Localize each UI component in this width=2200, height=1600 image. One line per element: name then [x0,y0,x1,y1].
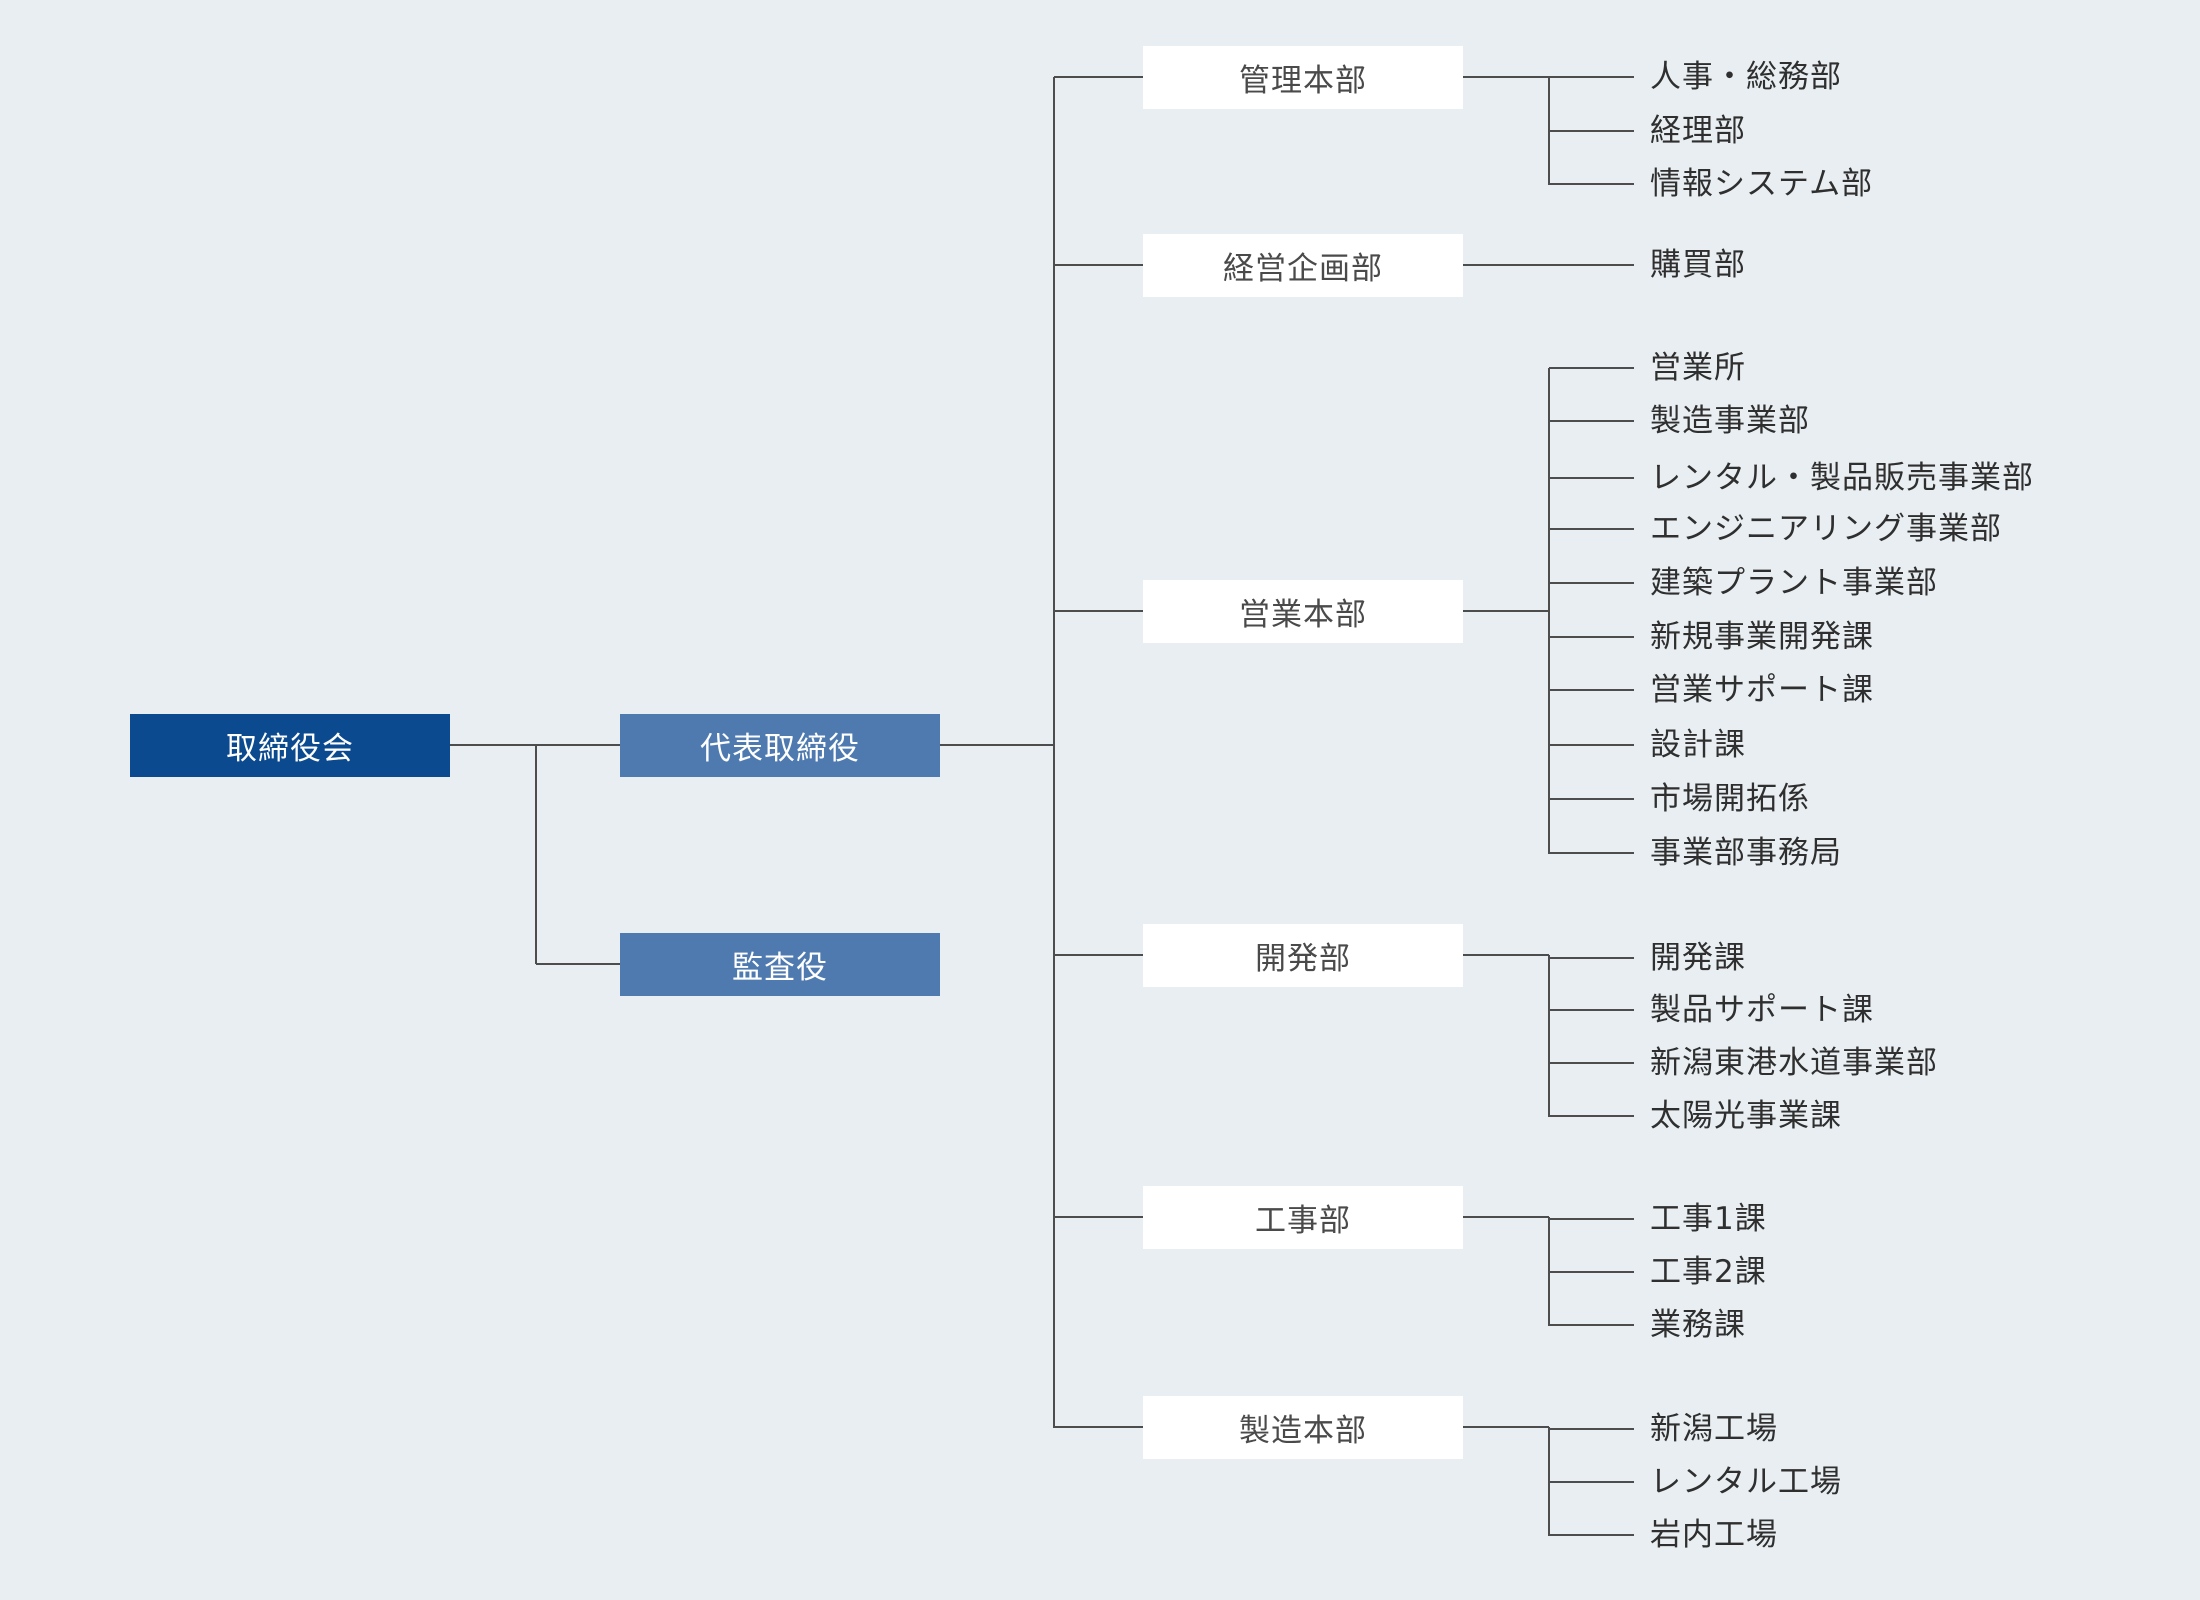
dept-4-unit-line [1549,1218,1634,1220]
dept-1-connector [1054,264,1143,266]
dept-0-unit-line [1549,76,1634,78]
dept-2-unit-line [1549,636,1634,638]
dept-4-connector [1054,1216,1143,1218]
department-box: 製造本部 [1143,1395,1463,1459]
auditor-branch-vertical [535,745,537,964]
unit-label: 太陽光事業課 [1650,1098,1842,1134]
unit-label: 新潟工場 [1650,1411,1778,1447]
department-box: 管理本部 [1143,45,1463,109]
representative-director-box: 代表取締役 [620,714,940,777]
department-box: 経営企画部 [1143,233,1463,297]
unit-label: 製造事業部 [1650,403,1810,439]
auditor-branch-line [536,963,620,965]
unit-label: 情報システム部 [1650,166,1874,202]
department-box: 開発部 [1143,923,1463,987]
dept-2-unit-line [1549,852,1634,854]
dept-2-unit-line [1549,689,1634,691]
dept-4-unit-line [1549,1324,1634,1326]
unit-label: 人事・総務部 [1650,59,1842,95]
dept-5-unit-line [1549,1534,1634,1536]
dept-3-unit-line [1549,957,1634,959]
departments-trunk-line [1053,77,1055,1428]
dept-2-unit-line [1549,367,1634,369]
unit-label: 製品サポート課 [1650,992,1874,1028]
unit-label: 営業サポート課 [1650,672,1874,708]
dept-3-unit-line [1549,1062,1634,1064]
dept-2-unit-line [1549,582,1634,584]
dept-2-unit-line [1549,744,1634,746]
dept-1-unit-line [1463,264,1634,266]
dept-3-branch-vertical [1548,955,1550,1117]
dept-0-unit-line [1549,183,1634,185]
board-of-directors-box: 取締役会 [130,714,450,777]
dept-4-unit-line [1549,1271,1634,1273]
dept-2-unit-line [1549,420,1634,422]
unit-label: 建築プラント事業部 [1650,565,1938,601]
unit-label: 新規事業開発課 [1650,619,1874,655]
dept-2-unit-line [1549,528,1634,530]
unit-label: 岩内工場 [1650,1517,1778,1553]
unit-label: レンタル工場 [1650,1464,1842,1500]
ceo-to-departments-line [940,744,1054,746]
dept-5-connector [1054,1426,1143,1428]
dept-2-branch-line [1463,610,1549,612]
unit-label: エンジニアリング事業部 [1650,511,2002,547]
dept-3-branch-line [1463,954,1549,956]
dept-3-unit-line [1549,1009,1634,1011]
unit-label: 購買部 [1650,247,1746,283]
unit-label: 工事1課 [1650,1201,1767,1237]
dept-2-branch-vertical [1548,368,1550,854]
dept-5-unit-line [1549,1481,1634,1483]
dept-4-branch-line [1463,1216,1549,1218]
unit-label: 市場開拓係 [1650,781,1810,817]
unit-label: 開発課 [1650,940,1746,976]
unit-label: 経理部 [1650,113,1746,149]
dept-2-connector [1054,610,1143,612]
dept-5-unit-line [1549,1428,1634,1430]
dept-0-connector [1054,76,1143,78]
dept-0-branch-line [1463,76,1549,78]
department-box: 工事部 [1143,1185,1463,1249]
unit-label: レンタル・製品販売事業部 [1650,460,2034,496]
unit-label: 工事2課 [1650,1254,1767,1290]
dept-2-unit-line [1549,798,1634,800]
auditor-box: 監査役 [620,933,940,996]
unit-label: 設計課 [1650,727,1746,763]
department-box: 営業本部 [1143,579,1463,643]
dept-5-branch-line [1463,1426,1549,1428]
dept-3-unit-line [1549,1115,1634,1117]
dept-3-connector [1054,954,1143,956]
unit-label: 新潟東港水道事業部 [1650,1045,1938,1081]
dept-2-unit-line [1549,477,1634,479]
unit-label: 業務課 [1650,1307,1746,1343]
dept-0-unit-line [1549,130,1634,132]
unit-label: 事業部事務局 [1650,835,1842,871]
unit-label: 営業所 [1650,350,1746,386]
